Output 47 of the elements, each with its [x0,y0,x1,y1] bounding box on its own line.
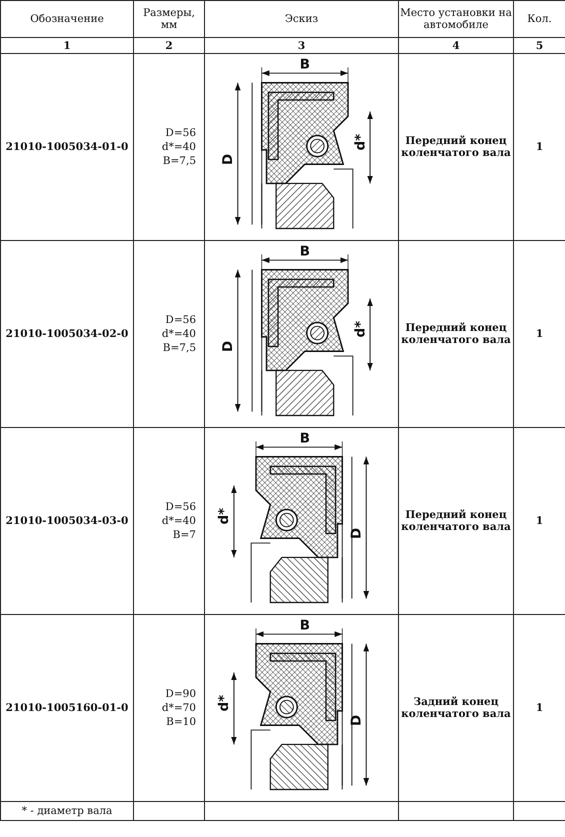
column-number: 3 [298,40,306,52]
quantity: 1 [536,141,544,153]
dimension-value: d*=40 [160,514,196,528]
column-header: Кол. [527,13,552,25]
dimension-label: D [220,340,236,352]
dimension-value: B=7,5 [162,341,196,355]
column-number: 1 [63,40,71,52]
column-number: 5 [536,40,544,52]
column-header: Обозначение [30,13,104,25]
dimension-value: B=7,5 [162,154,196,168]
dimension-value: D=90 [164,687,196,701]
install-location: Передний конец коленчатого вала [401,509,511,533]
dimension-value: d*=40 [160,327,196,341]
install-location: Задний конец коленчатого вала [401,696,511,720]
dimension-label: B [299,57,310,72]
install-location: Передний конец коленчатого вала [401,135,511,159]
dimension-value: D=56 [164,500,196,514]
quantity: 1 [536,515,544,527]
dimension-label: d* [216,508,232,524]
part-number: 21010-1005160-01-0 [6,702,128,714]
dimension-value: D=56 [164,313,196,327]
quantity: 1 [536,328,544,340]
dimension-label: d* [216,694,232,712]
column-number: 2 [165,40,173,52]
dimension-label: D [220,154,236,166]
column-header: Эскиз [284,13,318,25]
dimension-value: B=7 [172,528,196,542]
dimension-value: d*=70 [160,701,196,715]
part-number: 21010-1005034-03-0 [6,515,128,527]
footnote: * - диаметр вала [22,805,112,817]
column-header: Место установки на автомобиле [400,7,512,31]
dimension-value: B=10 [165,715,196,729]
install-location: Передний конец коленчатого вала [401,322,511,346]
dimension-value: D=56 [164,126,196,140]
column-number: 4 [452,40,460,52]
dimension-label: D [348,714,364,726]
dimension-label: D [348,528,364,540]
dimension-value: d*=40 [160,140,196,154]
dimension-label: B [299,244,310,260]
quantity: 1 [536,702,544,714]
dimension-label: B [299,618,310,634]
dimension-label: B [299,431,310,446]
dimension-label: d* [352,320,368,338]
part-number: 21010-1005034-01-0 [6,141,128,153]
part-number: 21010-1005034-02-0 [6,328,128,340]
column-header: Размеры, мм [143,7,195,31]
dimension-label: d* [352,134,368,150]
